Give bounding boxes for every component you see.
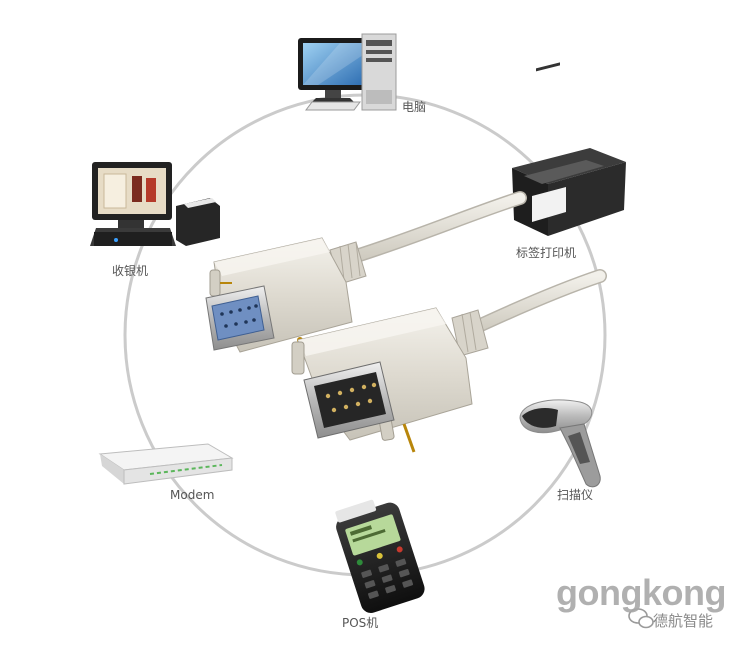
label-computer: 电脑 <box>402 100 427 114</box>
wechat-icon <box>628 608 654 629</box>
watermark-company: 德航智能 <box>653 612 714 630</box>
label-modem: Modem <box>170 488 215 502</box>
watermark-gongkong: gongkong <box>556 572 726 613</box>
cash-register-icon <box>90 162 220 246</box>
modem-icon <box>98 443 234 485</box>
serial-cable-lower <box>463 269 607 337</box>
label-label-printer: 标签打印机 <box>516 246 577 260</box>
label-printer-icon <box>512 62 626 236</box>
db9-male-connector <box>291 307 489 453</box>
pos-terminal-icon <box>335 499 425 613</box>
serial-cable-upper <box>343 191 527 265</box>
label-scanner: 扫描仪 <box>557 488 594 502</box>
db9-female-connector <box>205 237 367 353</box>
computer-icon <box>298 33 397 111</box>
barcode-scanner-icon <box>519 399 601 488</box>
label-cash-register: 收银机 <box>112 264 149 278</box>
label-pos: POS机 <box>342 616 379 630</box>
